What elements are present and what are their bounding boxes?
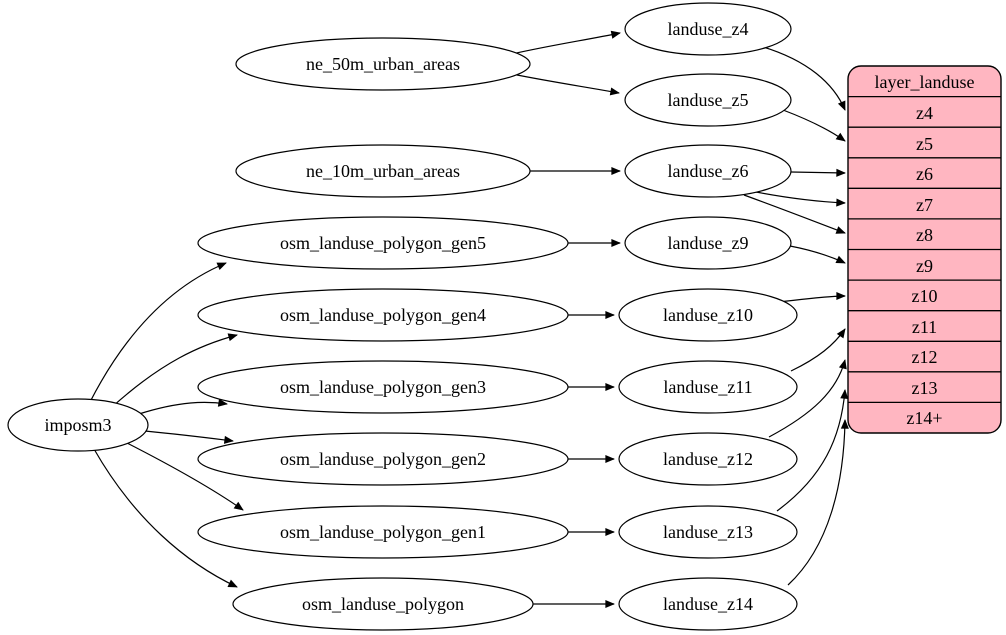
node-imposm3: imposm3: [7, 398, 149, 452]
table-row-z10: z10: [912, 286, 938, 306]
node-osm-landuse-polygon-gen5-label: osm_landuse_polygon_gen5: [280, 233, 486, 253]
node-ne-10m-urban-areas: ne_10m_urban_areas: [235, 144, 531, 198]
node-landuse-z11: landuse_z11: [618, 360, 798, 414]
node-landuse-z4-shape: [624, 2, 792, 56]
node-landuse-z9-label: landuse_z9: [668, 233, 749, 253]
node-ne-50m-urban-areas-label: ne_50m_urban_areas: [306, 54, 460, 74]
edge-landuse-z6-row-z8: [743, 194, 846, 234]
node-osm-landuse-polygon-gen3: osm_landuse_polygon_gen3: [197, 360, 569, 414]
edge-imposm3-gen5: [89, 262, 227, 403]
node-osm-landuse-polygon-gen4: osm_landuse_polygon_gen4: [197, 288, 569, 342]
node-landuse-z9: landuse_z9: [624, 216, 792, 270]
node-landuse-z5-shape: [624, 73, 792, 127]
node-ne-10m-urban-areas-shape: [235, 144, 531, 198]
node-osm-landuse-polygon-gen2-label: osm_landuse_polygon_gen2: [280, 449, 486, 469]
node-landuse-z13: landuse_z13: [618, 505, 798, 559]
node-osm-landuse-polygon: osm_landuse_polygon: [232, 577, 534, 631]
table-row-z8: z8: [916, 225, 933, 245]
edges-layer: [89, 30, 849, 609]
edge-landuse-z10-row-z10: [778, 291, 846, 303]
node-landuse-z10: landuse_z10: [618, 288, 798, 342]
edge-landuse-z14-row-z14plus: [787, 419, 849, 586]
node-osm-landuse-polygon-gen4-shape: [197, 288, 569, 342]
node-landuse-z5-label: landuse_z5: [668, 90, 749, 110]
node-landuse-z4-label: landuse_z4: [668, 19, 749, 39]
node-imposm3-shape: [7, 398, 149, 452]
node-landuse-z6-shape: [624, 144, 792, 198]
node-osm-landuse-polygon-gen4-label: osm_landuse_polygon_gen4: [280, 305, 486, 325]
node-landuse-z11-shape: [618, 360, 798, 414]
node-landuse-z14-label: landuse_z14: [663, 594, 753, 614]
node-landuse-z12: landuse_z12: [618, 432, 798, 486]
edge-ne50m-landuse-z4: [511, 30, 621, 55]
table-header-layer-landuse: layer_landuse: [875, 72, 975, 92]
node-landuse-z6: landuse_z6: [624, 144, 792, 198]
node-landuse-z13-label: landuse_z13: [663, 522, 753, 542]
table-row-z5: z5: [916, 134, 933, 154]
node-osm-landuse-polygon-gen1-label: osm_landuse_polygon_gen1: [280, 522, 486, 542]
edge-imposm3-osm-landuse-polygon: [93, 448, 238, 588]
edge-imposm3-gen2: [144, 430, 234, 444]
node-osm-landuse-polygon-gen5-shape: [197, 216, 569, 270]
node-osm-landuse-polygon-gen2-shape: [197, 432, 569, 486]
node-landuse-z11-label: landuse_z11: [663, 377, 752, 397]
edge-imposm3-gen1: [126, 442, 244, 511]
edge-landuse-z6-row-z6: [790, 168, 846, 177]
table-row-z7: z7: [916, 195, 933, 215]
table-row-z13: z13: [912, 378, 938, 398]
node-osm-landuse-polygon-gen3-shape: [197, 360, 569, 414]
node-osm-landuse-polygon-label: osm_landuse_polygon: [302, 594, 464, 614]
node-landuse-z10-shape: [618, 288, 798, 342]
node-osm-landuse-polygon-gen1: osm_landuse_polygon_gen1: [197, 505, 569, 559]
node-landuse-z14: landuse_z14: [618, 577, 798, 631]
table-row-z11: z11: [912, 317, 937, 337]
node-landuse-z12-label: landuse_z12: [663, 449, 753, 469]
node-osm-landuse-polygon-shape: [232, 577, 534, 631]
node-ne-50m-urban-areas-shape: [235, 37, 531, 91]
table-row-z14plus: z14+: [906, 408, 942, 428]
node-imposm3-label: imposm3: [44, 415, 111, 435]
edge-landuse-z11-row-z11: [790, 328, 846, 372]
edge-landuse-z4-row-z4: [759, 45, 846, 111]
edge-landuse-z13-row-z13: [776, 389, 849, 512]
node-ne-50m-urban-areas: ne_50m_urban_areas: [235, 37, 531, 91]
edge-imposm3-gen3: [138, 398, 228, 415]
edge-landuse-z9-row-z9: [789, 245, 846, 264]
node-landuse-z10-label: landuse_z10: [663, 305, 753, 325]
node-osm-landuse-polygon-gen1-shape: [197, 505, 569, 559]
node-landuse-z5: landuse_z5: [624, 73, 792, 127]
table-layer-landuse: layer_landuse z4 z5 z6 z7 z8 z9 z10 z11 …: [847, 65, 1002, 434]
node-landuse-z6-label: landuse_z6: [668, 161, 749, 181]
table-row-z6: z6: [916, 164, 933, 184]
table-row-z9: z9: [916, 256, 933, 276]
node-landuse-z14-shape: [618, 577, 798, 631]
node-landuse-z9-shape: [624, 216, 792, 270]
node-ne-10m-urban-areas-label: ne_10m_urban_areas: [306, 161, 460, 181]
edge-imposm3-gen4: [111, 333, 238, 408]
node-landuse-z4: landuse_z4: [624, 2, 792, 56]
node-osm-landuse-polygon-gen2: osm_landuse_polygon_gen2: [197, 432, 569, 486]
node-landuse-z13-shape: [618, 505, 798, 559]
edge-landuse-z5-row-z5: [782, 109, 846, 142]
edge-ne50m-landuse-z5: [511, 73, 620, 96]
table-row-z4: z4: [916, 103, 933, 123]
node-landuse-z12-shape: [618, 432, 798, 486]
edge-landuse-z12-row-z12: [768, 359, 847, 438]
edge-landuse-z6-row-z7: [755, 191, 846, 207]
node-osm-landuse-polygon-gen3-label: osm_landuse_polygon_gen3: [280, 377, 486, 397]
table-row-z12: z12: [912, 347, 938, 367]
node-osm-landuse-polygon-gen5: osm_landuse_polygon_gen5: [197, 216, 569, 270]
